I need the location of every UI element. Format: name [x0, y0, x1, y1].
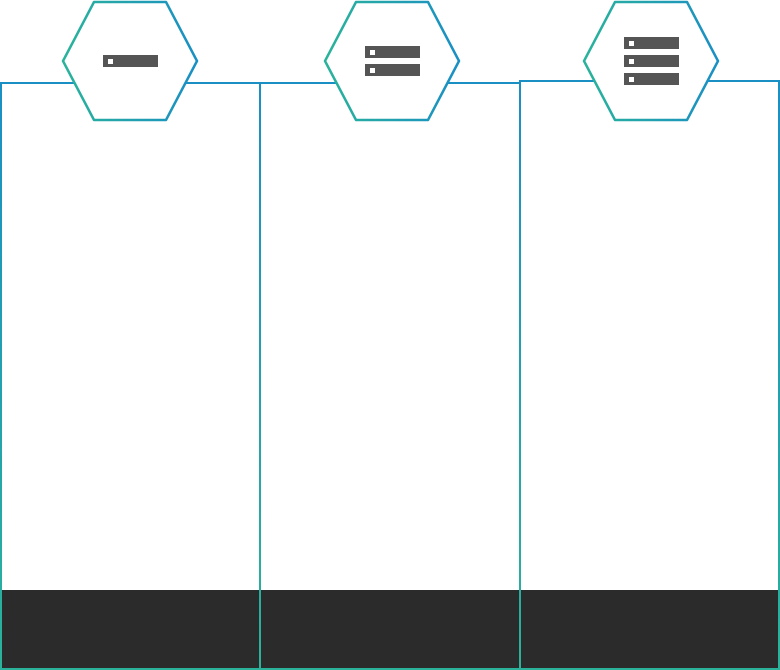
server-led-icon [628, 58, 634, 64]
plan-column-2 [259, 82, 521, 670]
server-led-icon [369, 49, 375, 55]
server-2-unit-icon [323, 0, 461, 122]
server-unit-bar [623, 55, 679, 67]
plan-footer-1[interactable] [2, 590, 259, 668]
server-unit-bar [623, 37, 679, 49]
server-led-icon [628, 76, 634, 82]
server-led-icon [369, 67, 375, 73]
server-unit-bar [364, 64, 420, 76]
server-3-unit-icon [582, 0, 720, 122]
plan-footer-3[interactable] [521, 590, 778, 668]
plan-column-3 [519, 80, 780, 670]
server-unit-bar [364, 46, 420, 58]
hexagon-badge-3 [582, 0, 720, 122]
server-led-icon [107, 58, 113, 64]
server-1-unit-icon [61, 0, 199, 122]
plan-footer-2[interactable] [261, 590, 519, 668]
server-led-icon [628, 40, 634, 46]
server-unit-bar [102, 55, 158, 67]
hexagon-badge-2 [323, 0, 461, 122]
hexagon-badge-1 [61, 0, 199, 122]
hexagon-outline-2 [323, 0, 461, 122]
plan-column-1 [0, 82, 261, 670]
server-unit-bar [623, 73, 679, 85]
